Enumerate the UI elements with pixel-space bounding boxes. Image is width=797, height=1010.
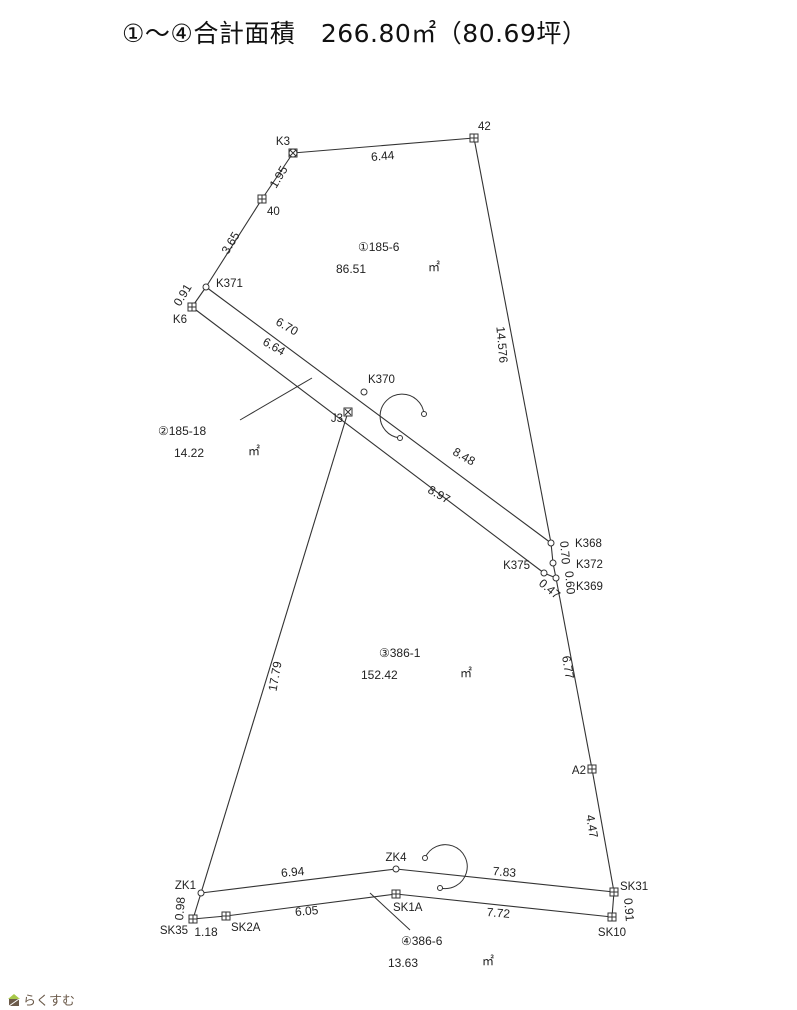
point-label: K371 — [216, 278, 243, 290]
lot-number: ②185-18 — [158, 424, 206, 438]
length-label: 7.83 — [492, 864, 517, 880]
point-cross — [588, 765, 596, 773]
point-label: K375 — [503, 560, 530, 572]
lot-area-unit: ㎡ — [248, 444, 260, 458]
length-label: 1.18 — [194, 925, 218, 939]
house-icon — [8, 993, 20, 1006]
length-label: 14.576 — [493, 326, 510, 364]
boundary-line — [200, 411, 349, 894]
point-label: K372 — [576, 559, 603, 571]
point-label: ZK1 — [175, 880, 196, 892]
logo: らくすむ — [8, 990, 75, 1009]
point-marker — [549, 559, 557, 567]
arc-symbol — [424, 844, 468, 890]
boundary-line — [191, 306, 545, 574]
point-cross — [470, 134, 478, 142]
point-marker — [540, 569, 548, 577]
length-label: 0.70 — [557, 540, 573, 565]
leader-line — [239, 377, 313, 421]
lot-area: 14.22 — [174, 446, 204, 460]
boundary-line — [205, 198, 263, 288]
arc-end — [422, 855, 428, 861]
lot-area-unit: ㎡ — [428, 260, 440, 274]
boundary-line — [225, 893, 397, 917]
point-marker — [552, 574, 560, 582]
point-cross — [258, 195, 266, 203]
leader-line — [369, 892, 411, 931]
length-label: 0.98 — [172, 896, 188, 921]
point-label: SK10 — [598, 927, 626, 939]
point-marker — [392, 865, 400, 873]
point-cross — [289, 149, 297, 157]
length-label: 6.77 — [559, 655, 577, 681]
length-label: 8.97 — [425, 483, 453, 507]
lot-area: 152.42 — [361, 668, 398, 682]
point-cross — [188, 303, 196, 311]
length-label: 0.60 — [562, 570, 578, 595]
point-cross — [610, 888, 618, 896]
point-label: K369 — [576, 581, 603, 593]
point-label: 42 — [478, 121, 491, 133]
length-label: 6.94 — [280, 864, 305, 880]
boundary-line — [555, 577, 593, 770]
boundary-line — [205, 286, 552, 544]
lot-number: ④386-6 — [401, 934, 443, 948]
length-label: 0.91 — [621, 897, 637, 922]
length-label: 3.65 — [219, 229, 243, 257]
boundary-line — [473, 137, 552, 544]
point-cross — [189, 915, 197, 923]
length-label: 6.44 — [370, 148, 395, 164]
point-marker — [202, 283, 210, 291]
point-label: K6 — [173, 314, 187, 326]
arc-end — [421, 411, 427, 417]
arc-end — [437, 885, 443, 891]
boundary-line — [395, 893, 613, 918]
point-marker — [197, 889, 205, 897]
point-label: K3 — [276, 136, 290, 148]
point-label: K368 — [575, 538, 602, 550]
lot-number: ③386-1 — [379, 646, 421, 660]
point-label: SK31 — [620, 881, 648, 893]
arc-end — [397, 435, 403, 441]
lot-area-unit: ㎡ — [460, 666, 472, 680]
lot-area: 86.51 — [336, 262, 366, 276]
length-label: 17.79 — [266, 660, 285, 692]
point-cross — [608, 913, 616, 921]
point-label: A2 — [572, 765, 586, 777]
length-label: 0.47 — [536, 576, 563, 602]
length-label: 6.70 — [273, 315, 301, 339]
point-label: 40 — [267, 206, 280, 218]
lot-area-unit: ㎡ — [482, 954, 494, 968]
point-label: ZK4 — [385, 852, 407, 864]
boundary-line — [261, 152, 294, 200]
lot-number: ①185-6 — [358, 240, 400, 254]
length-label: 7.72 — [486, 905, 511, 921]
point-label: J3 — [331, 413, 343, 425]
logo-text: らくすむ — [23, 994, 76, 1009]
point-cross — [392, 890, 400, 898]
boundary-line — [591, 768, 615, 893]
length-label: 1.95 — [267, 163, 291, 191]
boundary-line — [395, 868, 615, 893]
point-cross — [344, 408, 352, 416]
point-label: K370 — [368, 374, 395, 386]
boundary-line — [292, 137, 475, 154]
length-label: 4.47 — [583, 814, 601, 840]
point-marker — [360, 388, 368, 396]
length-label: 6.05 — [294, 903, 319, 919]
length-label: 8.48 — [450, 445, 478, 469]
boundary-line — [192, 915, 227, 920]
point-label: SK35 — [160, 925, 188, 937]
length-label: 6.64 — [260, 335, 288, 359]
page-title: ①～④合計面積 266.80㎡（80.69坪） — [122, 19, 588, 48]
point-cross — [222, 912, 230, 920]
boundary-line — [200, 868, 397, 894]
point-label: SK1A — [393, 902, 423, 914]
lot-area: 13.63 — [388, 956, 418, 970]
point-label: SK2A — [231, 922, 261, 934]
point-marker — [547, 539, 555, 547]
arc-symbol — [379, 393, 425, 439]
